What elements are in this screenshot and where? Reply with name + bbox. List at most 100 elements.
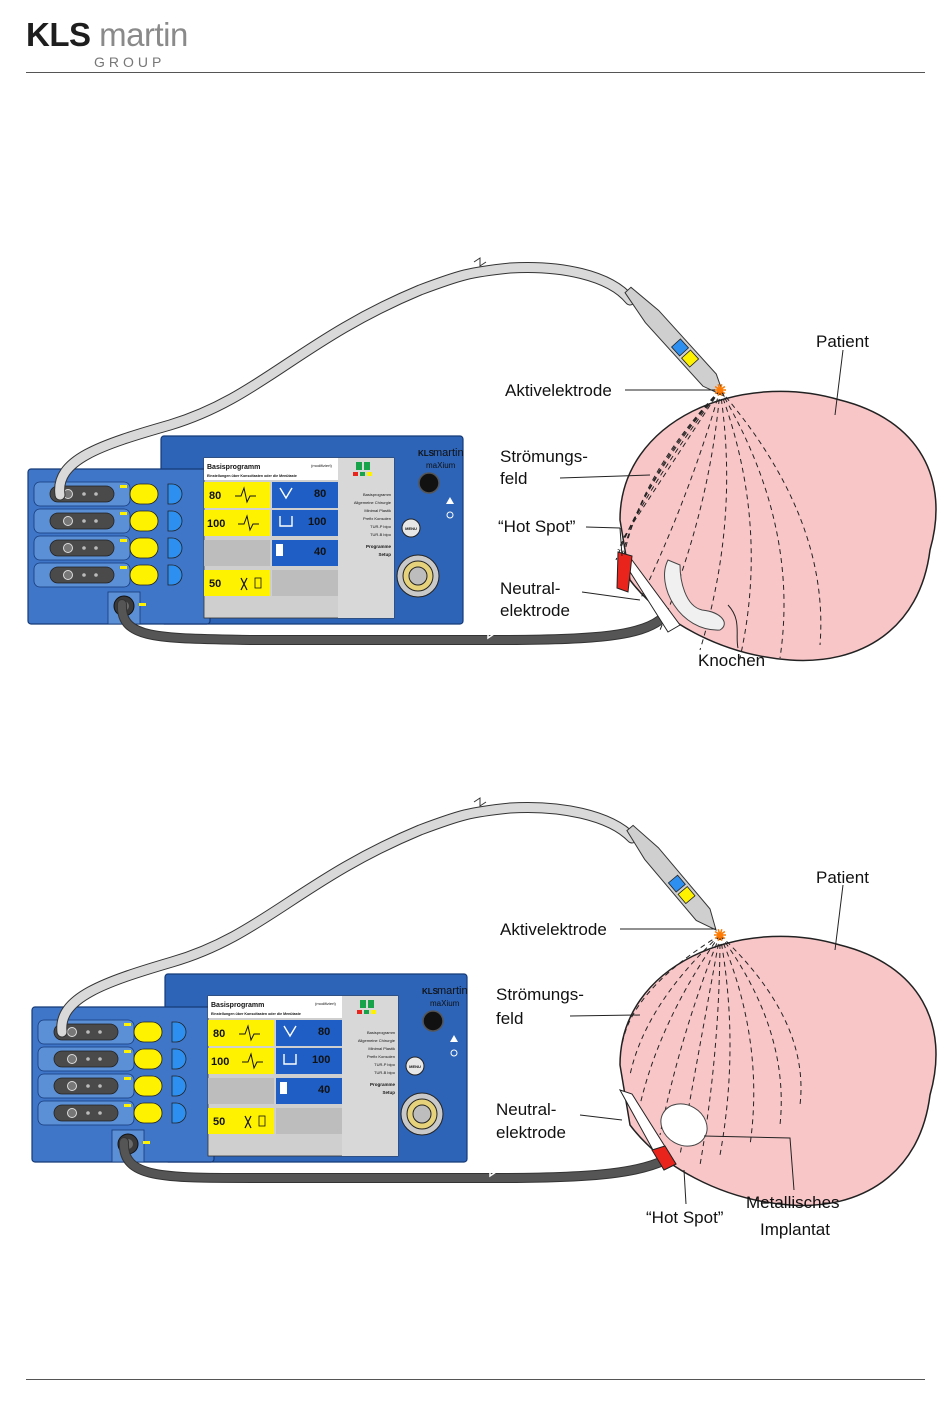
- leader-line: [581, 591, 641, 601]
- screen-title: Basisprogramm: [207, 464, 260, 471]
- label-patient: Patient: [816, 868, 869, 887]
- coag-setting-2[interactable]: [276, 1048, 342, 1074]
- blue-coag-button[interactable]: [167, 537, 183, 559]
- coag-setting-1[interactable]: [272, 482, 338, 508]
- device-brand-kls: KLS: [422, 987, 439, 996]
- label-neutral-2: elektrode: [500, 601, 570, 620]
- menu-item[interactable]: Basisprogramm: [363, 492, 392, 497]
- menu-item[interactable]: Minimal Plastik: [364, 508, 391, 513]
- blue-coag-button[interactable]: [167, 483, 183, 505]
- screen-modified: (modifiziert): [311, 463, 333, 468]
- yellow-cut-button[interactable]: [129, 537, 159, 559]
- label-hot-spot: “Hot Spot”: [646, 1208, 724, 1227]
- menu-item[interactable]: Basisprogramm: [367, 1030, 396, 1035]
- empty-setting: [204, 540, 270, 566]
- yellow-cut-button[interactable]: [129, 510, 159, 532]
- yellow-cut-button[interactable]: [133, 1075, 163, 1097]
- cut-setting-1[interactable]: [204, 482, 270, 508]
- coag-value-1: 80: [318, 1026, 330, 1038]
- socket-indicator: [120, 539, 127, 542]
- power-knob[interactable]: [418, 472, 440, 494]
- socket-pin: [94, 573, 98, 577]
- socket-indicator: [124, 1023, 131, 1026]
- handpiece-cut-button[interactable]: [677, 886, 696, 905]
- cut-setting-2[interactable]: [208, 1048, 274, 1074]
- current-field-line: [719, 389, 752, 659]
- socket-plug: [49, 512, 115, 530]
- blue-coag-button[interactable]: [167, 564, 183, 586]
- menu-button[interactable]: [405, 1056, 425, 1076]
- menu-item[interactable]: TUR-P bipo: [374, 1062, 396, 1067]
- blue-coag-button[interactable]: [171, 1075, 187, 1097]
- leader-line: [569, 1014, 641, 1017]
- selector-dial-center[interactable]: [408, 566, 428, 586]
- yellow-cut-button[interactable]: [129, 483, 159, 505]
- socket-pin: [67, 1027, 77, 1037]
- menu-item[interactable]: TUR-B bipo: [370, 532, 392, 537]
- figure-bone-hotspot: Basisprogramm(modifiziert)Einstellungen …: [27, 257, 937, 670]
- handpiece-cut-button[interactable]: [681, 349, 700, 368]
- blue-coag-button[interactable]: [171, 1021, 187, 1043]
- current-field-line: [679, 934, 721, 1156]
- metal-implant: [660, 1103, 708, 1147]
- socket-pin: [67, 1054, 77, 1064]
- menu-item[interactable]: Minimal Plastik: [368, 1046, 395, 1051]
- neutral-indicator: [139, 603, 146, 606]
- yellow-cut-button[interactable]: [129, 564, 159, 586]
- warning-icon: [450, 1035, 458, 1042]
- blue-coag-button[interactable]: [171, 1048, 187, 1070]
- device-model: maXium: [426, 461, 456, 470]
- socket-pin: [82, 546, 86, 550]
- menu-status-icon: [357, 1010, 362, 1014]
- label-bone: Knochen: [698, 651, 765, 670]
- active-point: [717, 387, 723, 393]
- leader-line: [834, 884, 844, 951]
- yellow-cut-button[interactable]: [133, 1048, 163, 1070]
- socket-pin: [82, 573, 86, 577]
- power-knob[interactable]: [422, 1010, 444, 1032]
- socket-pin: [67, 1081, 77, 1091]
- device-brand-martin: martin: [433, 447, 464, 459]
- coag-spray-icon: [279, 487, 293, 500]
- cable: [119, 1138, 669, 1182]
- scissor-icon: [244, 1115, 252, 1129]
- current-field-line: [617, 389, 721, 571]
- blue-coag-button[interactable]: [171, 1102, 187, 1124]
- menu-status-icon: [353, 472, 358, 476]
- blue-coag-button[interactable]: [167, 510, 183, 532]
- yellow-cut-button[interactable]: [133, 1021, 163, 1043]
- label-hot-spot: “Hot Spot”: [498, 517, 576, 536]
- bipolar-icon: [280, 1082, 287, 1094]
- menu-item[interactable]: Prefix Konsolen: [367, 1054, 395, 1059]
- hot-spot-area: [616, 551, 633, 593]
- socket-pin: [86, 1030, 90, 1034]
- yellow-cut-button[interactable]: [133, 1102, 163, 1124]
- handpiece-coag-button[interactable]: [667, 874, 686, 893]
- menu-item[interactable]: TUR-B bipo: [374, 1070, 396, 1075]
- current-field-line: [719, 934, 755, 1146]
- menu-status-icon: [364, 1010, 369, 1014]
- socket-indicator: [120, 512, 127, 515]
- selector-dial-center[interactable]: [412, 1104, 432, 1124]
- menu-button[interactable]: [401, 518, 421, 538]
- coag-setting-1[interactable]: [276, 1020, 342, 1046]
- menu-item[interactable]: Allgemeine Chirurgie: [358, 1038, 396, 1043]
- menu-item[interactable]: Prefix Konsolen: [363, 516, 391, 521]
- cut-setting-3[interactable]: [204, 570, 270, 596]
- cut-setting-3[interactable]: [208, 1108, 274, 1134]
- menu-item[interactable]: Allgemeine Chirurgie: [354, 500, 392, 505]
- current-field-line: [719, 934, 782, 1126]
- cut-setting-1[interactable]: [208, 1020, 274, 1046]
- active-electrode-handpiece[interactable]: [623, 822, 723, 936]
- label-neutral-1: Neutral-: [496, 1100, 556, 1119]
- screen-title: Basisprogramm: [211, 1002, 264, 1009]
- menu-status-icon: [364, 462, 370, 470]
- coag-setting-2[interactable]: [272, 510, 338, 536]
- cut-setting-2[interactable]: [204, 510, 270, 536]
- active-electrode-handpiece[interactable]: [621, 284, 730, 402]
- menu-item[interactable]: TUR-P bipo: [370, 524, 392, 529]
- handpiece-body[interactable]: [623, 822, 723, 936]
- handpiece-coag-button[interactable]: [670, 338, 690, 357]
- socket-pin: [98, 1084, 102, 1088]
- socket-pin: [63, 516, 73, 526]
